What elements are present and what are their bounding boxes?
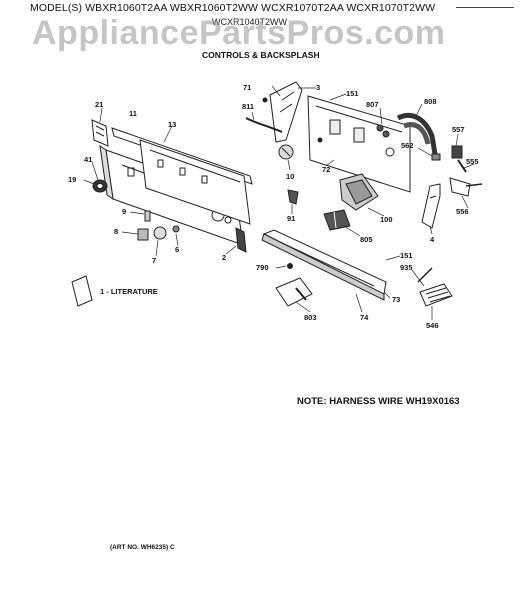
watermark: AppliancePartsPros.com bbox=[32, 14, 446, 52]
strip-part-2 bbox=[235, 227, 247, 253]
component-part-10 bbox=[278, 144, 294, 160]
timer-part-100 bbox=[339, 173, 379, 211]
part-number-labels: 71 3 151 807 808 21 11 13 811 557 562 55… bbox=[68, 83, 479, 330]
part-label: 73 bbox=[392, 295, 400, 304]
title-rule bbox=[456, 7, 514, 8]
valve-parts-557 bbox=[431, 145, 467, 173]
model-list: MODEL(S) WBXR1060T2AA WBXR1060T2WW WCXR1… bbox=[30, 2, 436, 14]
part-label: 8 bbox=[114, 227, 118, 236]
model-list-continued: WCXR1040T2WW bbox=[212, 17, 288, 27]
part-label: 6 bbox=[175, 245, 179, 254]
literature-label: 1 - LITERATURE bbox=[100, 287, 158, 296]
part-label: 811 bbox=[242, 102, 254, 111]
knob-part-19 bbox=[92, 179, 108, 193]
part-label: 3 bbox=[316, 83, 320, 92]
part-label: 807 bbox=[366, 100, 379, 109]
literature-icon bbox=[71, 275, 93, 307]
part-label: 546 bbox=[426, 321, 439, 330]
part-label: 805 bbox=[360, 235, 373, 244]
part-label: 2 bbox=[222, 253, 226, 262]
part-label: 803 bbox=[304, 313, 317, 322]
rail-part-74 bbox=[261, 229, 387, 301]
part-label: 557 bbox=[452, 125, 465, 134]
part-label: 100 bbox=[380, 215, 393, 224]
part-label: 9 bbox=[122, 207, 126, 216]
part-label: 151 bbox=[400, 251, 413, 260]
hose-parts-808 bbox=[376, 112, 439, 161]
part-label: 935 bbox=[400, 263, 413, 272]
bracket-part-21 bbox=[91, 119, 109, 147]
component-part-803 bbox=[275, 277, 313, 307]
part-label: 74 bbox=[360, 313, 369, 322]
part-label: 4 bbox=[430, 235, 435, 244]
part-label: 21 bbox=[95, 100, 103, 109]
backsplash-part-72 bbox=[307, 95, 411, 193]
part-label: 41 bbox=[84, 155, 92, 164]
part-label: 11 bbox=[129, 109, 137, 118]
end-bracket-part-4 bbox=[421, 183, 441, 229]
part-label: 72 bbox=[322, 165, 330, 174]
part-label: 808 bbox=[424, 97, 437, 106]
switch-parts bbox=[137, 210, 180, 241]
component-part-790 bbox=[287, 263, 293, 269]
leader-lines bbox=[83, 85, 475, 320]
part-label: 790 bbox=[256, 263, 269, 272]
part-label: 7 bbox=[152, 256, 156, 265]
component-part-805 bbox=[323, 209, 351, 231]
section-title: CONTROLS & BACKSPLASH bbox=[202, 50, 320, 60]
part-label: 19 bbox=[68, 175, 76, 184]
part-label: 13 bbox=[168, 120, 176, 129]
part-label: 91 bbox=[287, 214, 295, 223]
wire-harness-part-546 bbox=[417, 267, 453, 307]
part-label: 555 bbox=[466, 157, 479, 166]
part-label: 556 bbox=[456, 207, 469, 216]
part-label: 151 bbox=[346, 89, 359, 98]
part-label: 71 bbox=[243, 83, 251, 92]
component-part-556 bbox=[449, 177, 483, 197]
part-label: 562 bbox=[401, 141, 414, 150]
art-number: (ART NO. WH6235) C bbox=[110, 544, 175, 551]
panel-frame-part bbox=[111, 127, 253, 225]
part-label: 10 bbox=[286, 172, 294, 181]
harness-note: NOTE: HARNESS WIRE WH19X0163 bbox=[297, 396, 460, 407]
component-part-91 bbox=[287, 189, 299, 205]
wire-part-811 bbox=[245, 117, 283, 133]
end-bracket-part-3 bbox=[262, 81, 303, 143]
